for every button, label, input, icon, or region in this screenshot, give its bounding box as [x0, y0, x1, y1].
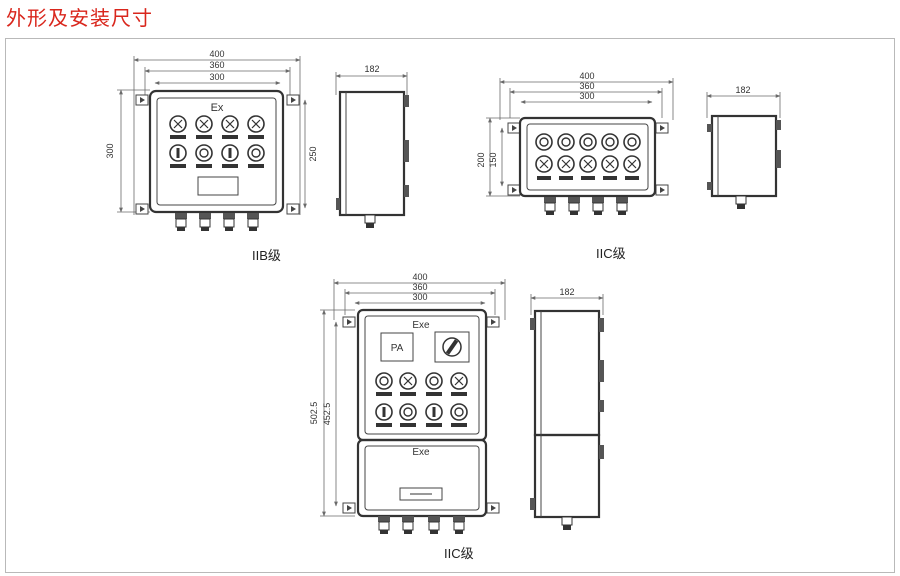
- fig3-upper-label: Exe: [412, 320, 430, 331]
- figure-iic-side: 182: [706, 85, 781, 209]
- figure-iic-front: 400 360 300 200 150 IIC级: [476, 71, 674, 261]
- fig1-height-300: 300: [105, 143, 115, 158]
- fig2-height-150: 150: [488, 152, 498, 167]
- page-title: 外形及安装尺寸: [6, 6, 153, 30]
- figure-iic-tall-side: 182: [530, 287, 604, 530]
- fig3-side-width: 182: [559, 287, 574, 297]
- figure-iib-side: 182: [335, 64, 409, 228]
- fig1-ex-label: Ex: [211, 102, 224, 114]
- fig3-width-400: 400: [412, 272, 427, 282]
- fig3-width-360: 360: [412, 282, 427, 292]
- fig3-height-452: 452.5: [322, 403, 332, 426]
- fig2-width-360: 360: [579, 81, 594, 91]
- fig3-width-300: 300: [412, 292, 427, 302]
- fig2-caption: IIC级: [596, 246, 626, 261]
- fig1-width-360: 360: [209, 60, 224, 70]
- fig1-caption: IIB级: [252, 248, 281, 263]
- fig1-side-width: 182: [364, 64, 379, 74]
- fig1-width-300: 300: [209, 72, 224, 82]
- fig1-width-400: 400: [209, 49, 224, 59]
- figure-iic-tall-front: 400 360 300 502.5 452.5 Exe PA Exe IIC级: [309, 272, 506, 561]
- fig1-height-250: 250: [308, 146, 318, 161]
- fig2-height-200: 200: [476, 152, 486, 167]
- fig3-meter-label: PA: [391, 343, 404, 354]
- fig2-side-width: 182: [735, 85, 750, 95]
- drawing-frame: [5, 38, 895, 573]
- fig2-width-400: 400: [579, 71, 594, 81]
- fig3-caption: IIC级: [444, 546, 474, 561]
- fig3-height-502: 502.5: [309, 402, 319, 425]
- fig2-width-300: 300: [579, 91, 594, 101]
- figure-iib-front: 400 360 300 300 250 Ex IIB级: [105, 49, 318, 263]
- fig3-lower-label: Exe: [412, 447, 430, 458]
